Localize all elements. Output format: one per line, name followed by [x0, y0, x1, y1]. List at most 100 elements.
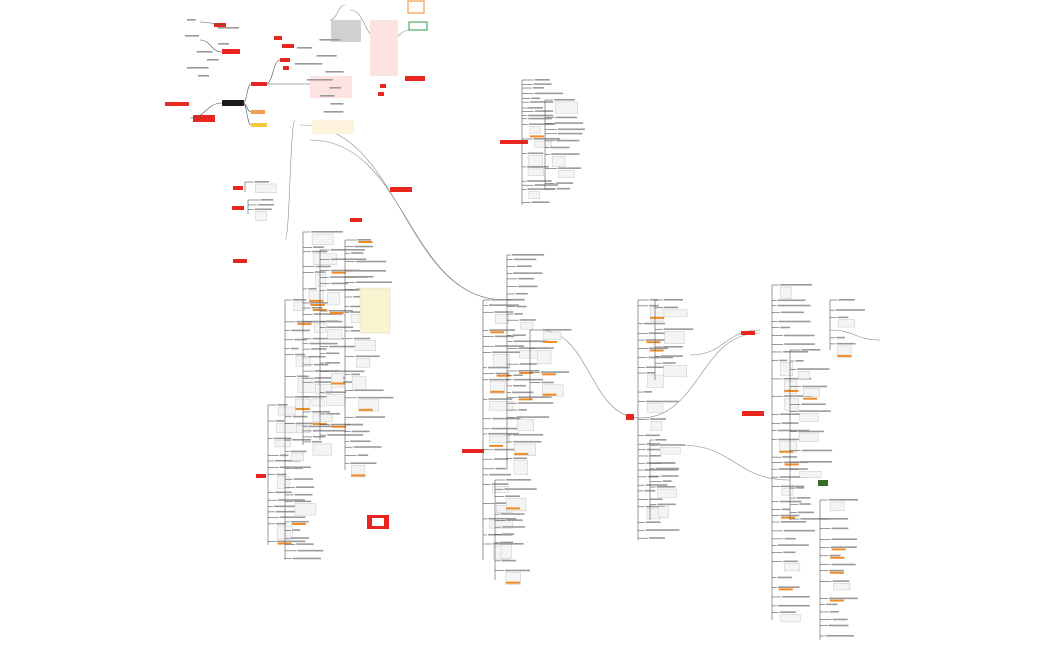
topic-text[interactable]	[528, 114, 554, 117]
topic-text[interactable]	[326, 289, 359, 291]
topic-text[interactable]	[280, 466, 311, 469]
topic-text[interactable]	[779, 359, 788, 362]
topic-text[interactable]	[649, 304, 659, 307]
topic-text[interactable]	[777, 304, 811, 307]
topic-text[interactable]	[292, 299, 307, 301]
main-topic-node[interactable]	[251, 82, 267, 86]
topic-text[interactable]	[294, 338, 308, 341]
topic-text[interactable]	[831, 527, 849, 530]
topic-text[interactable]	[488, 533, 513, 536]
topic-text[interactable]	[326, 326, 354, 329]
topic-text[interactable]	[518, 369, 540, 372]
topic-text[interactable]	[293, 500, 312, 503]
topic-text[interactable]	[279, 454, 289, 457]
topic-text[interactable]	[513, 378, 544, 381]
topic-text[interactable]	[534, 79, 550, 81]
topic-text[interactable]	[835, 309, 865, 311]
topic-text[interactable]	[645, 505, 665, 508]
topic-text[interactable]	[825, 634, 854, 637]
topic-text[interactable]	[500, 541, 514, 544]
topic-text[interactable]	[646, 372, 655, 374]
topic-text[interactable]	[643, 391, 653, 393]
main-topic-node[interactable]	[462, 449, 484, 453]
topic-text[interactable]	[505, 479, 531, 481]
topic-text[interactable]	[355, 416, 386, 418]
topic-text[interactable]	[829, 517, 849, 520]
topic-text[interactable]	[495, 467, 506, 470]
topic-text[interactable]	[556, 187, 570, 190]
topic-text[interactable]	[779, 284, 812, 286]
topic-text[interactable]	[329, 87, 341, 89]
main-topic-node[interactable]	[165, 102, 189, 106]
topic-text[interactable]	[644, 322, 666, 325]
topic-text[interactable]	[350, 330, 369, 332]
topic-text[interactable]	[308, 287, 317, 290]
topic-text[interactable]	[527, 107, 543, 109]
topic-text[interactable]	[491, 483, 509, 485]
topic-text[interactable]	[531, 201, 550, 203]
topic-text[interactable]	[646, 400, 679, 403]
topic-text[interactable]	[315, 265, 331, 268]
topic-text[interactable]	[316, 55, 337, 57]
topic-text[interactable]	[295, 486, 315, 488]
main-topic-node[interactable]	[350, 218, 362, 222]
topic-text[interactable]	[518, 402, 554, 404]
highlight-box-orange[interactable]	[407, 0, 425, 14]
topic-text[interactable]	[527, 165, 549, 168]
topic-text[interactable]	[290, 520, 309, 523]
topic-text[interactable]	[254, 208, 272, 211]
topic-text[interactable]	[275, 510, 298, 513]
topic-text[interactable]	[506, 519, 523, 521]
topic-text[interactable]	[274, 459, 301, 462]
topic-text[interactable]	[534, 184, 559, 186]
topic-text[interactable]	[310, 395, 327, 398]
topic-text[interactable]	[838, 299, 855, 301]
topic-text[interactable]	[501, 559, 517, 562]
topic-text[interactable]	[780, 485, 805, 488]
topic-text[interactable]	[493, 458, 509, 460]
topic-text[interactable]	[517, 396, 552, 398]
topic-text[interactable]	[504, 569, 531, 572]
topic-text[interactable]	[649, 537, 666, 539]
topic-text[interactable]	[826, 603, 838, 606]
main-topic-node[interactable]	[193, 115, 215, 122]
topic-text[interactable]	[357, 454, 369, 457]
topic-text[interactable]	[353, 337, 371, 340]
topic-text[interactable]	[645, 529, 680, 531]
topic-text[interactable]	[308, 425, 335, 428]
main-topic-node[interactable]	[282, 44, 294, 48]
topic-text[interactable]	[273, 437, 292, 440]
topic-text[interactable]	[331, 258, 367, 261]
topic-text[interactable]	[781, 508, 791, 511]
topic-text[interactable]	[796, 487, 805, 489]
topic-text[interactable]	[797, 368, 830, 370]
topic-text[interactable]	[799, 503, 811, 505]
topic-text[interactable]	[257, 203, 274, 206]
topic-text[interactable]	[254, 181, 269, 183]
topic-text[interactable]	[488, 517, 517, 520]
topic-text[interactable]	[533, 83, 552, 85]
topic-text[interactable]	[330, 269, 360, 272]
topic-text[interactable]	[783, 350, 809, 353]
topic-text[interactable]	[292, 438, 311, 441]
topic-text[interactable]	[505, 495, 520, 497]
main-topic-node[interactable]	[256, 474, 266, 478]
topic-text[interactable]	[276, 540, 306, 543]
topic-text[interactable]	[517, 265, 532, 268]
topic-text[interactable]	[783, 529, 815, 532]
topic-text[interactable]	[314, 370, 340, 372]
topic-text[interactable]	[294, 353, 306, 356]
topic-text[interactable]	[351, 252, 364, 254]
topic-text[interactable]	[648, 332, 669, 335]
topic-text[interactable]	[260, 199, 274, 201]
topic-text[interactable]	[649, 454, 661, 457]
topic-node-yellow[interactable]	[251, 123, 267, 127]
topic-text[interactable]	[197, 75, 210, 77]
topic-text[interactable]	[777, 576, 792, 579]
topic-text[interactable]	[494, 335, 515, 338]
topic-text[interactable]	[555, 116, 578, 119]
topic-text[interactable]	[661, 475, 679, 477]
main-topic-node[interactable]	[283, 66, 289, 70]
topic-text[interactable]	[311, 307, 323, 309]
topic-text[interactable]	[557, 167, 582, 169]
